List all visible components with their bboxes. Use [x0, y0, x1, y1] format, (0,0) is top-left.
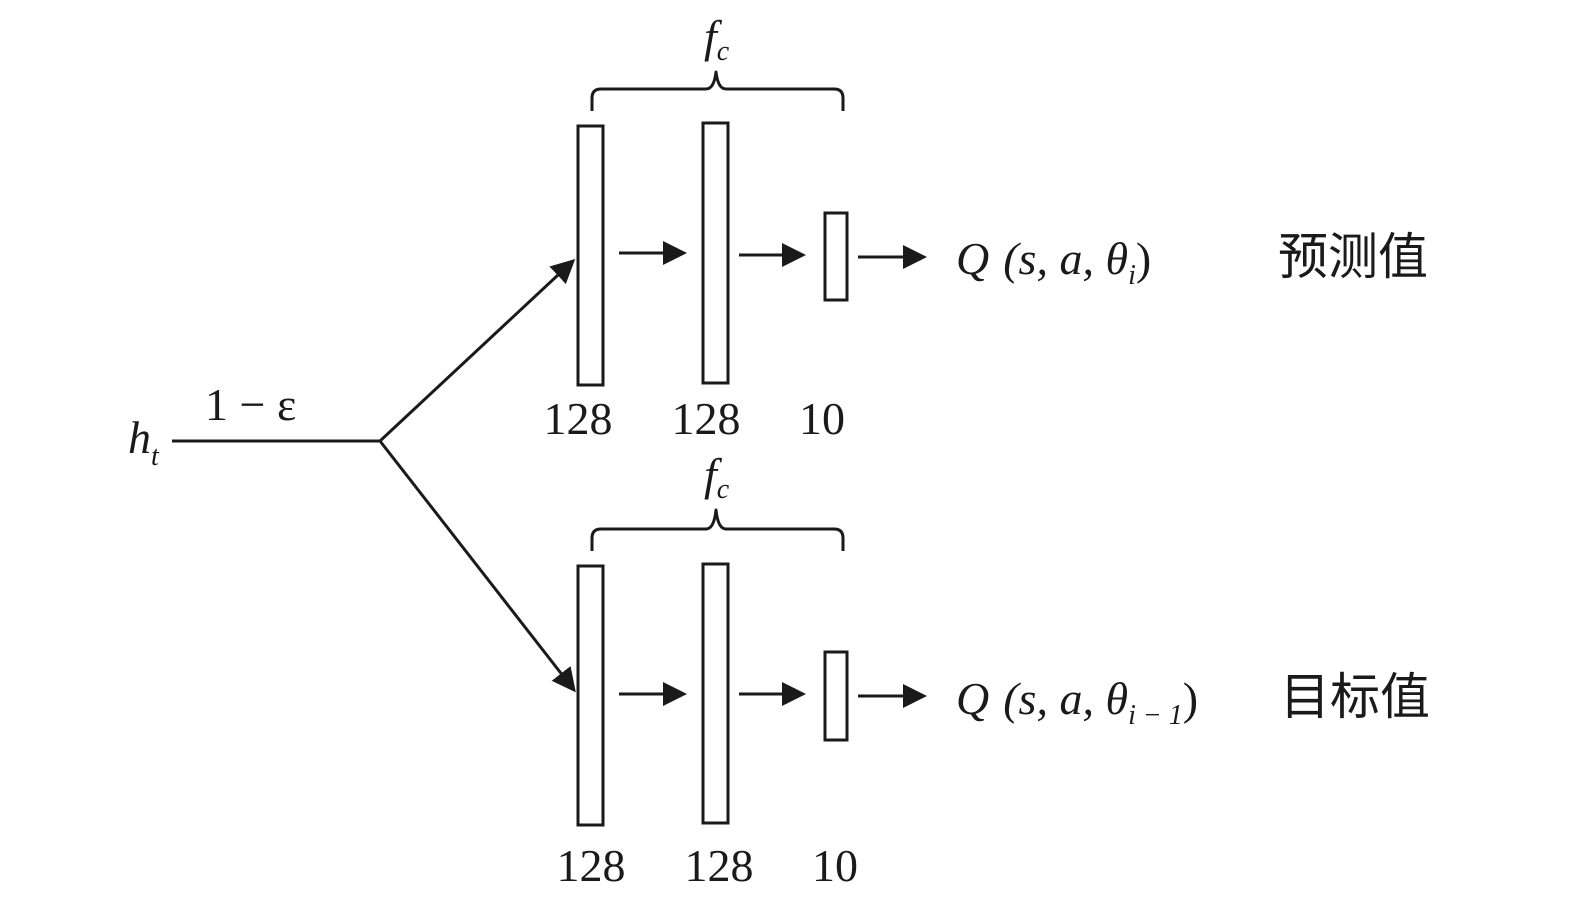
layer-size-3: 10 [799, 393, 845, 444]
output-label: 预测值 [1278, 228, 1428, 286]
brace-upper [590, 70, 845, 111]
output-expression: Q(s, a, θi) [956, 233, 1151, 291]
layer-box-3 [823, 650, 849, 742]
layer-size-1: 128 [557, 840, 626, 891]
output-subscript: i − 1 [1128, 700, 1183, 731]
prediction-branch: fc 128 128 10 Q(s, a, θi) 预测值 [544, 11, 1429, 444]
edge-label: 1 − ε [205, 379, 296, 430]
output-expression: Q(s, a, θi − 1) [956, 673, 1198, 731]
layer-box-2 [701, 562, 730, 825]
branch-arrow-lower [378, 440, 576, 693]
brace-label-upper: fc [704, 11, 730, 67]
output-subscript: i [1128, 260, 1136, 291]
layer-box-1 [576, 564, 605, 827]
target-branch: fc 128 128 10 Q(s, a, θi − 1) 目标值 [557, 449, 1431, 891]
layer-size-1: 128 [544, 393, 613, 444]
layer-size-3: 10 [812, 840, 858, 891]
brace-lower [590, 508, 845, 551]
layer-size-2: 128 [685, 840, 754, 891]
output-label: 目标值 [1280, 668, 1430, 726]
input-subscript: t [151, 441, 160, 472]
brace-label-lower: fc [704, 449, 730, 505]
input-symbol: ht [128, 412, 160, 472]
layer-box-1 [576, 124, 605, 387]
layer-box-2 [701, 121, 730, 385]
branch-arrow-upper [378, 258, 576, 443]
layer-box-3 [823, 211, 849, 302]
layer-size-2: 128 [672, 393, 741, 444]
